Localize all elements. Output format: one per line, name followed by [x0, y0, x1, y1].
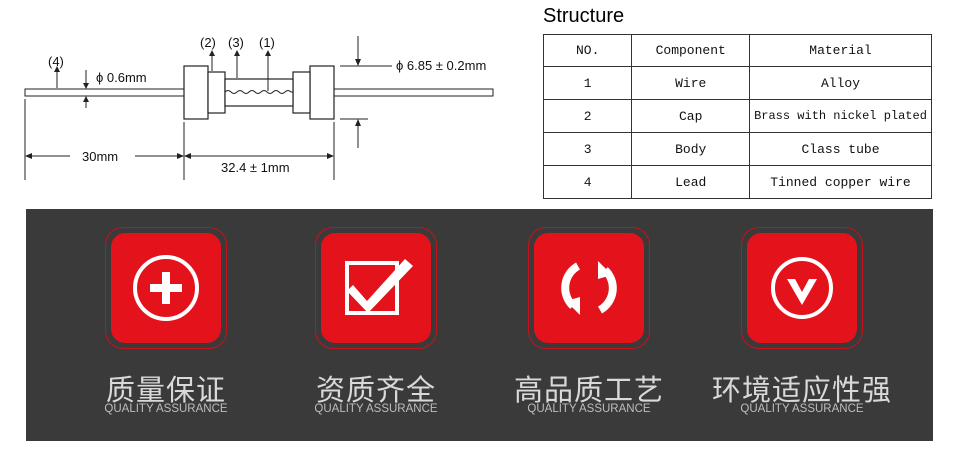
structure-table: NO. Component Material 1 Wire Alloy 2 Ca…: [542, 34, 932, 199]
chevron-down-circle-icon: [771, 257, 833, 319]
lead-right: [332, 88, 494, 97]
table-row: 3 Body Class tube: [542, 132, 932, 166]
feature-tile: [528, 227, 650, 349]
fuse-wire: [224, 90, 293, 94]
fuse-dimension-diagram: (4) ϕ 0.6mm (2) (3) (1) ϕ 6.85 ± 0.2mm 3…: [24, 35, 494, 180]
feature-subtitle: QUALITY ASSURANCE: [314, 403, 438, 415]
feature-subtitle: QUALITY ASSURANCE: [527, 403, 651, 415]
table-cell: 2: [542, 99, 633, 133]
lead-length-label: 30mm: [82, 149, 118, 164]
feature-title: 资质齐全: [315, 373, 436, 407]
label-wire: (1): [259, 35, 275, 50]
table-row: 4 Lead Tinned copper wire: [542, 165, 932, 199]
table-cell: Cap: [631, 99, 750, 133]
body-diameter-label: ϕ 6.85 ± 0.2mm: [396, 58, 486, 73]
feature-title: 质量保证: [105, 373, 226, 407]
feature-title: 高品质工艺: [513, 373, 664, 407]
refresh-arrows-icon: [561, 261, 617, 315]
table-cell: Tinned copper wire: [749, 165, 932, 199]
table-row: 1 Wire Alloy: [542, 66, 932, 100]
label-body: (3): [228, 35, 244, 50]
lead-left: [24, 88, 186, 97]
table-cell: 3: [542, 132, 633, 166]
table-header-row: NO. Component Material: [542, 34, 932, 67]
table-cell: Brass with nickel plated: [749, 99, 932, 133]
feature-tile: [105, 227, 227, 349]
feature-tile: [741, 227, 863, 349]
cap-right: [309, 65, 335, 120]
cap-left-inner: [207, 71, 226, 114]
body-length-label: 32.4 ± 1mm: [221, 160, 290, 175]
label-lead: (4): [48, 54, 64, 69]
column-header: Material: [749, 34, 932, 67]
plus-circle-icon: [133, 255, 199, 321]
checkmark-box-icon: [345, 259, 413, 315]
feature-title: 环境适应性强: [711, 373, 892, 407]
glass-body: [224, 78, 294, 107]
wire-diameter-label: ϕ 0.6mm: [96, 70, 147, 85]
structure-title: Structure: [543, 5, 625, 27]
cap-right-inner: [292, 71, 311, 114]
table-cell: Alloy: [749, 66, 932, 100]
table-cell: 4: [542, 165, 633, 199]
column-header: NO.: [542, 34, 633, 67]
cap-left: [183, 65, 209, 120]
table-cell: Body: [631, 132, 750, 166]
feature-banner: 质量保证 QUALITY ASSURANCE 资质齐全 QUALITY ASSU…: [26, 209, 933, 441]
feature-subtitle: QUALITY ASSURANCE: [104, 403, 228, 415]
table-cell: 1: [542, 66, 633, 100]
label-cap: (2): [200, 35, 216, 50]
feature-subtitle: QUALITY ASSURANCE: [740, 403, 864, 415]
table-row: 2 Cap Brass with nickel plated: [542, 99, 932, 133]
column-header: Component: [631, 34, 750, 67]
feature-tile: [315, 227, 437, 349]
table-cell: Lead: [631, 165, 750, 199]
table-cell: Class tube: [749, 132, 932, 166]
table-cell: Wire: [631, 66, 750, 100]
